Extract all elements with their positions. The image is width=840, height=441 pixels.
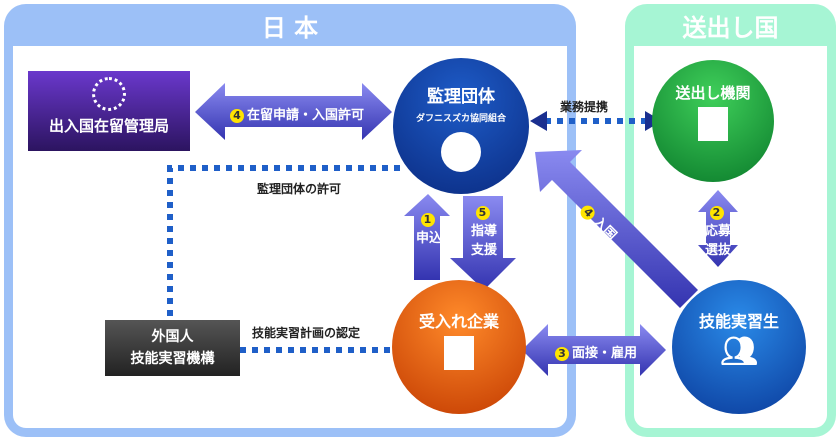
interview-text: 面接・雇用 bbox=[571, 346, 637, 361]
business-arrowhead-left bbox=[530, 111, 547, 131]
sending-country-region bbox=[625, 4, 836, 437]
permission-label: 監理団体の許可 bbox=[257, 182, 342, 196]
plan-label: 技能実習計画の認定 bbox=[252, 326, 361, 340]
step-number: 4 bbox=[229, 109, 244, 123]
interview-arrow bbox=[522, 324, 666, 376]
cooperative-logo-icon bbox=[441, 132, 481, 172]
trainee-label: 技能実習生 bbox=[698, 312, 779, 331]
selection-label: 2 応募選抜 bbox=[702, 205, 734, 258]
residence-text: 在留申請・入国許可 bbox=[246, 108, 364, 123]
step-number: 1 bbox=[420, 213, 435, 227]
entry-arrow bbox=[535, 150, 698, 308]
guidance-label: 5 指導支援 bbox=[462, 205, 506, 258]
apply-text: 申込 bbox=[415, 231, 442, 246]
selection-arrow bbox=[698, 190, 738, 267]
otit-line2: 技能実習機構 bbox=[130, 351, 215, 367]
otit-line1: 外国人 bbox=[151, 329, 194, 345]
building-icon bbox=[698, 107, 728, 141]
supervising-org-node[interactable]: 監理団体 ダフニスズカ協同組合 bbox=[393, 58, 529, 194]
apply-arrow bbox=[404, 194, 450, 280]
people-icon: 👥︎ bbox=[719, 334, 759, 369]
guidance-arrow bbox=[450, 196, 516, 290]
immigration-box[interactable]: 出入国在留管理局 bbox=[28, 71, 190, 151]
selection-text-1: 応募 bbox=[704, 224, 731, 239]
selection-text-2: 選抜 bbox=[704, 243, 731, 258]
japan-title: 日 本 bbox=[261, 14, 319, 42]
guidance-text-2: 支援 bbox=[470, 243, 497, 258]
guidance-text-1: 指導 bbox=[470, 224, 497, 239]
building-icon bbox=[444, 336, 474, 370]
accepting-company-label: 受入れ企業 bbox=[418, 312, 499, 331]
apply-label: 1 申込 bbox=[414, 212, 444, 246]
supervising-title: 監理団体 bbox=[427, 87, 495, 107]
step-number: 3 bbox=[554, 347, 569, 361]
business-label: 業務提携 bbox=[560, 100, 609, 114]
supervising-subtitle: ダフニスズカ協同組合 bbox=[415, 114, 506, 124]
immigration-label: 出入国在留管理局 bbox=[48, 117, 169, 135]
otit-box[interactable]: 外国人 技能実習機構 bbox=[105, 320, 240, 376]
sending-org-node[interactable]: 送出し機関 bbox=[652, 60, 774, 182]
immigration-emblem-icon bbox=[92, 77, 126, 111]
accepting-company-node[interactable]: 受入れ企業 bbox=[392, 280, 526, 414]
japan-region bbox=[4, 4, 576, 437]
residence-arrow bbox=[195, 83, 392, 140]
trainee-node[interactable]: 技能実習生 👥︎ bbox=[672, 280, 806, 414]
step-number: 2 bbox=[709, 206, 724, 220]
permission-dotted-line bbox=[167, 165, 400, 322]
step-number: 5 bbox=[475, 206, 490, 220]
sending-country-title: 送出し国 bbox=[682, 14, 779, 42]
sending-org-label: 送出し機関 bbox=[675, 84, 751, 102]
